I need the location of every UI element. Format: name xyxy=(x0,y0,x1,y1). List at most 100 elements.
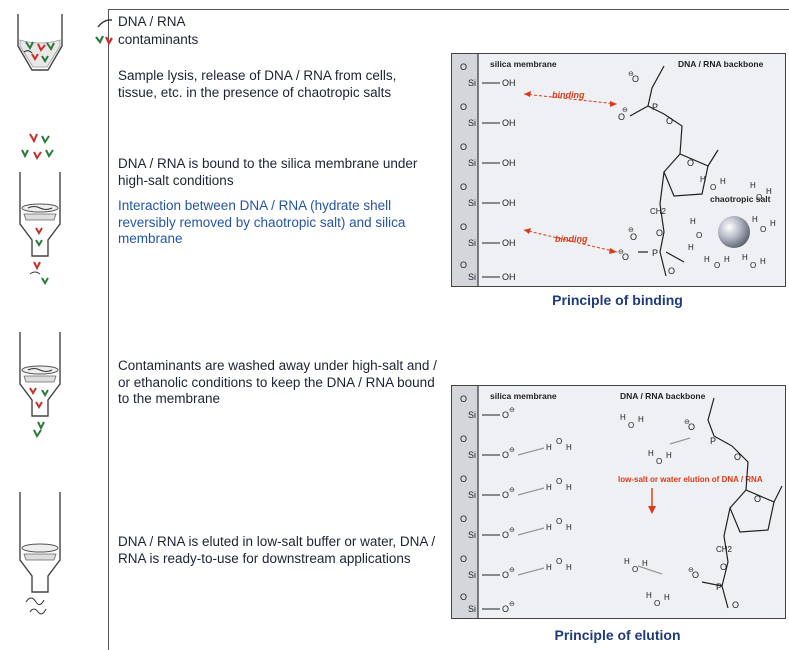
svg-text:Si: Si xyxy=(468,570,476,580)
svg-text:O: O xyxy=(750,261,756,270)
frame-left-border xyxy=(108,9,109,650)
svg-text:O: O xyxy=(460,222,467,232)
svg-text:O: O xyxy=(460,474,467,484)
svg-text:⊖: ⊖ xyxy=(509,567,515,574)
ch2-group: CH2 xyxy=(650,207,667,216)
elution-backbone-label: DNA / RNA backbone xyxy=(620,391,706,401)
binding-membrane-label: silica membrane xyxy=(490,59,557,69)
svg-text:O: O xyxy=(502,570,509,580)
svg-text:H: H xyxy=(546,443,552,452)
svg-text:H: H xyxy=(700,175,706,184)
svg-text:O: O xyxy=(632,565,638,574)
svg-text:OH: OH xyxy=(502,272,516,282)
svg-text:O: O xyxy=(656,228,663,238)
svg-text:H: H xyxy=(752,215,758,224)
step-lysis-text: Sample lysis, release of DNA / RNA from … xyxy=(118,68,397,100)
svg-text:Si: Si xyxy=(468,272,476,282)
step-binding-text: DNA / RNA is bound to the silica membran… xyxy=(118,156,418,188)
svg-text:OH: OH xyxy=(502,238,516,248)
svg-text:H: H xyxy=(566,443,572,452)
svg-text:O: O xyxy=(460,514,467,524)
svg-text:H: H xyxy=(566,483,572,492)
svg-text:⊖: ⊖ xyxy=(509,407,515,414)
svg-text:H: H xyxy=(770,219,776,228)
svg-text:O: O xyxy=(460,260,467,270)
binding-arrow-top: binding xyxy=(523,90,618,107)
svg-text:H: H xyxy=(766,187,772,196)
svg-text:⊖: ⊖ xyxy=(628,71,634,78)
svg-text:O: O xyxy=(630,232,637,242)
chaotropic-salt-sphere xyxy=(718,216,750,248)
step-wash-text: Contaminants are washed away under high-… xyxy=(118,358,437,406)
svg-text:H: H xyxy=(566,563,572,572)
svg-text:O: O xyxy=(688,422,695,432)
svg-text:H: H xyxy=(642,559,648,568)
svg-text:OH: OH xyxy=(502,198,516,208)
svg-text:O: O xyxy=(720,562,727,572)
svg-text:⊖: ⊖ xyxy=(509,447,515,454)
svg-text:O: O xyxy=(756,193,762,202)
legend-dna: DNA / RNA xyxy=(97,14,186,30)
svg-text:H: H xyxy=(720,177,726,186)
svg-text:O: O xyxy=(556,477,562,486)
svg-text:H: H xyxy=(646,591,652,600)
silanol-group-4: OSi OH xyxy=(460,182,516,208)
svg-text:O: O xyxy=(556,437,562,446)
elution-caption: Principle of elution xyxy=(554,627,681,643)
svg-text:CH2: CH2 xyxy=(716,545,733,554)
binding-column-icon xyxy=(19,133,61,285)
legend-contaminants: contaminants xyxy=(95,32,199,48)
svg-text:O: O xyxy=(732,600,739,610)
elution-arrow xyxy=(648,488,656,514)
elution-membrane-label: silica membrane xyxy=(490,391,557,401)
lysis-tube-icon xyxy=(17,14,63,71)
svg-text:OH: OH xyxy=(502,158,516,168)
svg-text:⊖: ⊖ xyxy=(688,567,694,574)
svg-text:H: H xyxy=(546,483,552,492)
svg-text:H: H xyxy=(750,181,756,190)
svg-text:O: O xyxy=(460,102,467,112)
legend-contaminants-label: contaminants xyxy=(118,32,199,47)
svg-text:O: O xyxy=(666,116,673,126)
svg-text:H: H xyxy=(546,523,552,532)
svg-text:H: H xyxy=(648,449,654,458)
svg-text:⊖: ⊖ xyxy=(684,419,690,426)
svg-text:⊖: ⊖ xyxy=(509,527,515,534)
svg-text:Si: Si xyxy=(468,198,476,208)
svg-text:Si: Si xyxy=(468,158,476,168)
svg-text:O: O xyxy=(460,182,467,192)
dna-strand-icon xyxy=(97,19,113,28)
svg-text:O: O xyxy=(692,570,699,580)
svg-text:H: H xyxy=(704,255,710,264)
phosphate-p-bottom: P xyxy=(652,248,658,258)
svg-text:O: O xyxy=(460,592,467,602)
silanol-group-5: OSi OH xyxy=(460,222,516,248)
svg-text:H: H xyxy=(688,243,694,252)
svg-text:H: H xyxy=(624,557,630,566)
elution-column-icon xyxy=(19,492,61,615)
svg-text:Si: Si xyxy=(468,238,476,248)
svg-text:O: O xyxy=(714,261,720,270)
step-binding-note: Interaction between DNA / RNA (hydrate s… xyxy=(118,198,406,246)
svg-text:H: H xyxy=(664,593,670,602)
svg-text:O: O xyxy=(502,410,509,420)
phosphate-p-top: P xyxy=(652,102,658,112)
svg-text:O: O xyxy=(710,183,716,192)
svg-text:O: O xyxy=(632,74,639,84)
svg-text:O: O xyxy=(734,452,741,462)
binding-backbone-label: DNA / RNA backbone xyxy=(678,59,764,69)
svg-text:H: H xyxy=(546,563,552,572)
legend-dna-label: DNA / RNA xyxy=(118,14,186,29)
svg-text:OH: OH xyxy=(502,118,516,128)
svg-text:O: O xyxy=(622,252,629,262)
